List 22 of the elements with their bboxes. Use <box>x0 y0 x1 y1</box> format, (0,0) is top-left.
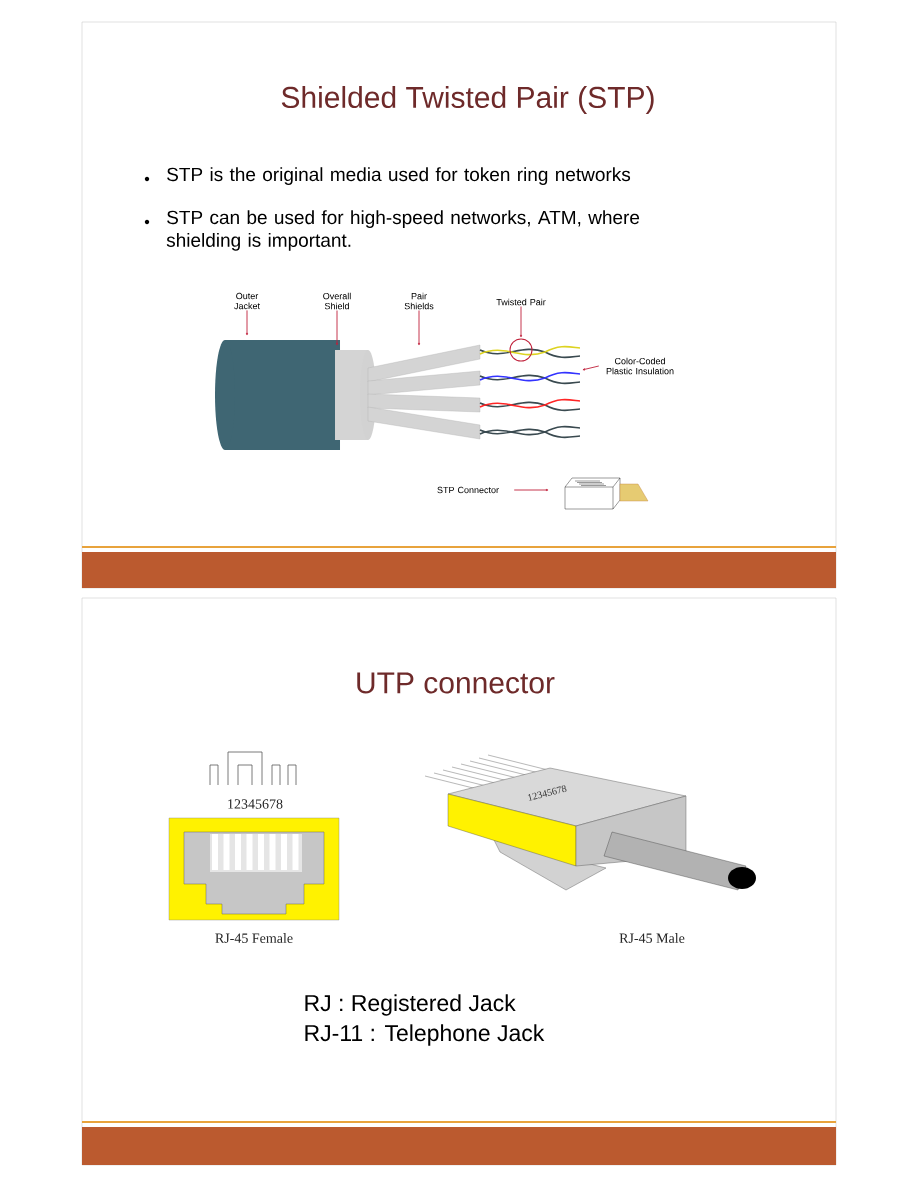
callout-label: Pair Shields <box>404 292 434 310</box>
leader-arrow <box>335 310 339 346</box>
note-text: RJ : Registered Jack <box>305 994 516 1016</box>
callout-label: Overall Shield <box>323 292 351 310</box>
leader-arrow <box>519 306 523 338</box>
caption-text: RJ-45 Female <box>215 933 293 943</box>
leader-arrow <box>582 365 600 371</box>
caption-text: RJ-45 Male <box>619 933 685 943</box>
slide-title: Shielded Twisted Pair (STP) <box>281 86 654 114</box>
leader-arrow <box>417 310 421 346</box>
leader-arrow <box>513 488 549 492</box>
callout-label: STP Connector <box>437 486 499 494</box>
callout-label: Color-Coded Plastic Insulation <box>606 357 674 375</box>
note-text: RJ-11 : Telephone Jack <box>305 1024 545 1046</box>
callout-label: Twisted Pair <box>496 298 546 306</box>
callout-label: Outer Jacket <box>234 292 260 310</box>
bullet-text: STP can be used for high-speed networks, ATM, where shielding is important. <box>166 210 640 251</box>
pin-numbers: 12345678 <box>527 785 567 801</box>
pin-numbers: 12345678 <box>228 799 283 809</box>
slide-title: UTP connector <box>357 672 555 694</box>
bullet-text: STP is the original media used for token ring networks <box>167 167 631 185</box>
leader-arrow <box>245 309 249 336</box>
